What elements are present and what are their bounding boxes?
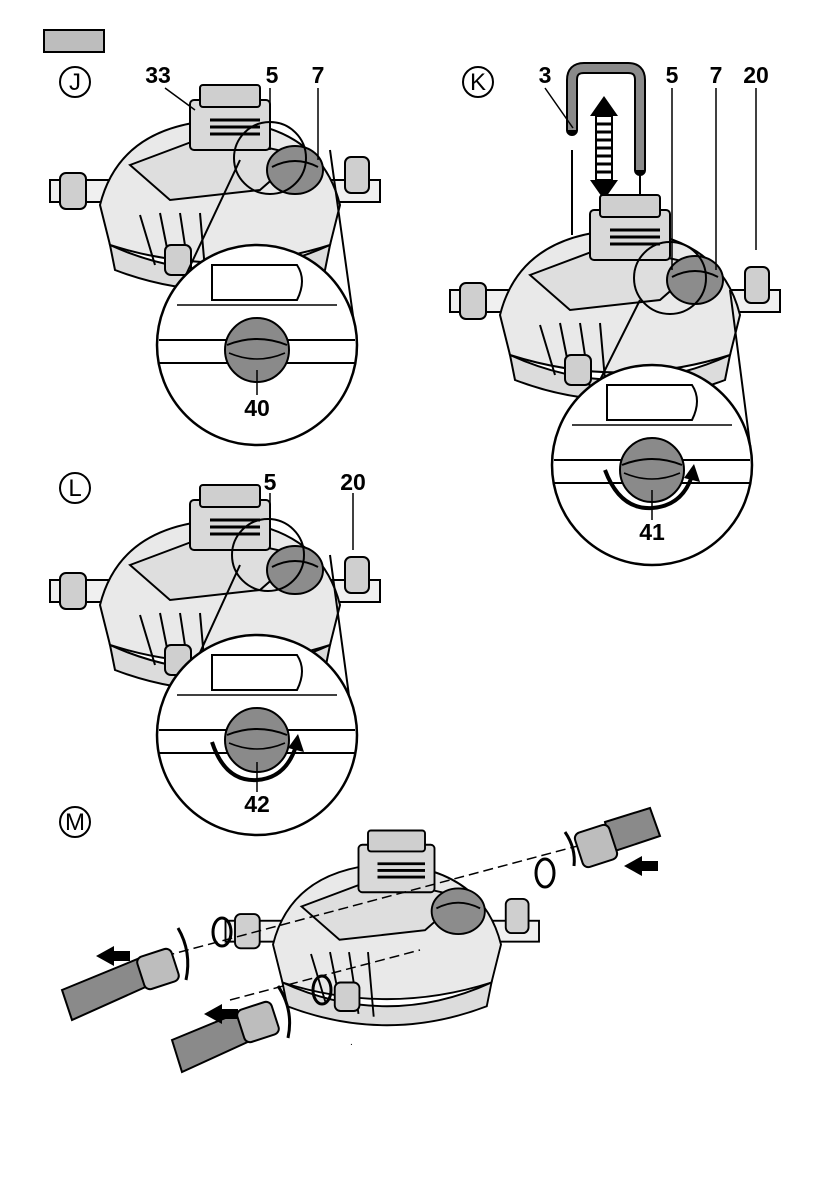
label-3: 3 <box>539 62 552 88</box>
panel-l-letter: L <box>68 475 81 502</box>
panel-k: K 3 5 7 20 41 <box>450 62 780 565</box>
flow-direction-arrow-icon <box>624 856 658 876</box>
hose-icon <box>62 958 150 1020</box>
sealing-ring-icon <box>536 859 554 887</box>
rotate-arrow-icon <box>178 928 188 980</box>
dot-mark: . <box>350 1037 353 1048</box>
label-42: 42 <box>244 791 270 817</box>
label-7: 7 <box>710 62 723 88</box>
panel-m-letter: M <box>65 809 85 836</box>
panel-j: J 33 5 7 40 <box>50 62 380 445</box>
panel-k-letter: K <box>470 69 486 96</box>
label-5: 5 <box>264 469 277 495</box>
panel-m: M . <box>60 807 660 1072</box>
label-5: 5 <box>266 62 279 88</box>
panel-j-letter: J <box>69 69 81 96</box>
label-40: 40 <box>244 395 270 421</box>
label-20: 20 <box>340 469 366 495</box>
flow-direction-arrow-icon <box>96 946 130 966</box>
panel-l: L 5 20 42 <box>50 469 380 835</box>
label-20: 20 <box>743 62 769 88</box>
rotate-arrow-icon <box>565 832 574 866</box>
push-pull-arrow-icon <box>590 96 618 200</box>
label-41: 41 <box>639 519 665 545</box>
label-5: 5 <box>666 62 679 88</box>
label-33: 33 <box>145 62 171 88</box>
header-tab <box>44 30 104 52</box>
leader-33 <box>165 88 195 110</box>
label-7: 7 <box>312 62 325 88</box>
